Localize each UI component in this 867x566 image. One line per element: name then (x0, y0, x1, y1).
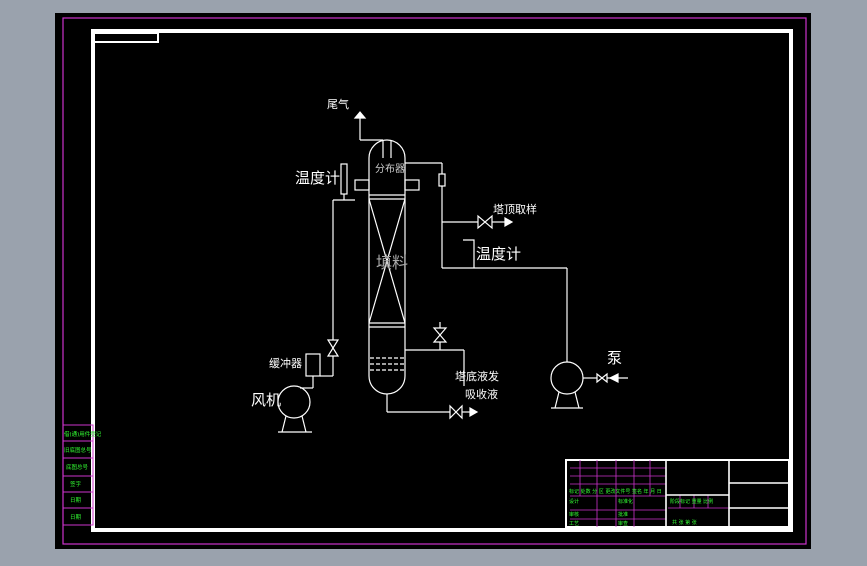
title-block-row: 设计 (569, 498, 579, 505)
valve-bottom-outlet (449, 404, 463, 420)
title-block-sheet-row: 共 张 第 张 (672, 519, 697, 526)
side-stamp-item: 日期 (70, 514, 82, 521)
label-pump: 泵 (607, 349, 622, 367)
label-bottom-line1: 塔底液发 (455, 369, 499, 383)
drawing-sheet (55, 13, 811, 549)
title-block: 标记 处数 分 区 更改文件号 签名 年 月 日 设计 审核 工艺 标准化 批准… (565, 459, 790, 528)
side-stamp-item: 签字 (70, 480, 82, 488)
title-block-main-row: 标记 处数 分 区 更改文件号 签名 年 月 日 (569, 488, 662, 495)
label-thermometer-left: 温度计 (295, 169, 340, 187)
title-block-col: 审查 (618, 520, 628, 527)
side-stamp-item: 旧底图总号 (64, 446, 92, 454)
valve-gas-inlet (326, 339, 340, 357)
side-stamp-item: 日期 (70, 497, 82, 504)
absorption-column (368, 139, 406, 395)
process-diagram (277, 111, 628, 433)
thermometer-right (463, 239, 475, 268)
label-fan: 风机 (251, 391, 281, 409)
label-distributor: 分布器 (375, 163, 405, 175)
inner-border (91, 29, 793, 532)
title-block-col: 批准 (618, 511, 628, 518)
side-stamp-item: 底图总号 (66, 463, 89, 471)
label-exhaust: 尾气 (327, 97, 349, 111)
title-block-row: 审核 (569, 511, 579, 518)
label-bottom-line2: 吸收液 (465, 387, 498, 401)
label-top-sampling: 塔顶取样 (493, 202, 537, 216)
title-block-stage-row: 阶段标记 重量 比例 (670, 498, 713, 505)
valve-pump-inlet (596, 372, 608, 384)
label-buffer: 缓冲器 (269, 356, 302, 370)
outer-frame (62, 17, 807, 545)
side-stamp-item: 借(通)用件登记 (64, 430, 102, 438)
fan (277, 385, 311, 419)
title-block-row: 工艺 (569, 521, 579, 527)
label-thermometer-right: 温度计 (476, 245, 521, 263)
corner-box (95, 32, 159, 43)
valve-top-sampling (477, 214, 493, 230)
title-block-col: 标准化 (618, 498, 633, 505)
label-packing: 填料 (376, 253, 408, 272)
valve-liquid-return (432, 327, 448, 343)
side-stamp (62, 424, 94, 526)
